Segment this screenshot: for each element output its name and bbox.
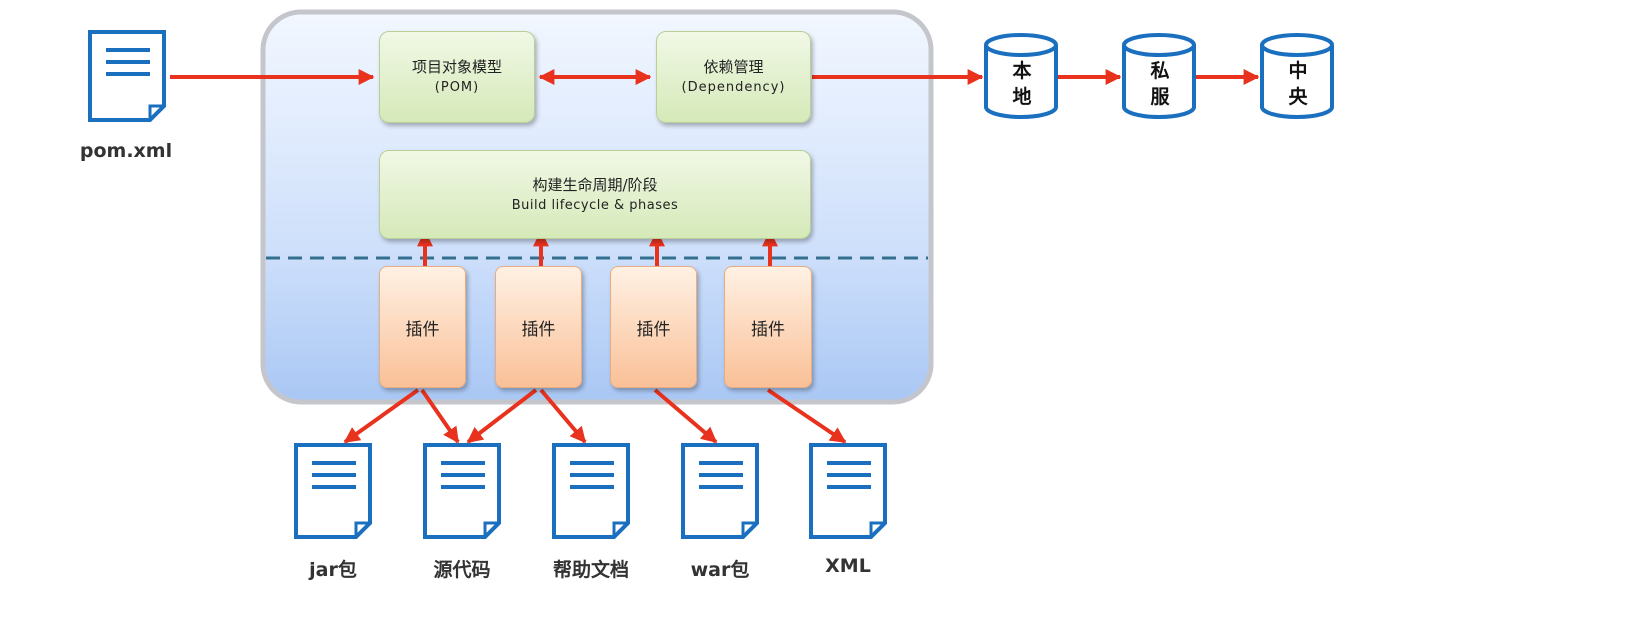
plugin-label: 插件 <box>405 319 440 340</box>
output-label-war: war包 <box>690 559 750 581</box>
pom-model-subtitle: (POM) <box>434 80 480 95</box>
lifecycle-title: 构建生命周期/阶段 <box>532 175 658 194</box>
pom-document-icon <box>88 30 166 122</box>
arrow-plugin2-to-docs <box>539 388 587 444</box>
plugin-box-2: 插件 <box>495 266 582 388</box>
output-label-jar: jar包 <box>309 559 357 581</box>
arrow-plugin3-to-war <box>653 388 718 444</box>
plugin-label: 插件 <box>636 319 671 340</box>
database-icon-private <box>1122 33 1196 119</box>
arrow-plugin4-to-xml <box>766 388 847 444</box>
output-document-icon-source <box>423 443 501 539</box>
output-document-icon-docs <box>552 443 630 539</box>
dependency-box: 依赖管理 (Dependency) <box>656 31 811 123</box>
output-label-xml: XML <box>825 555 871 577</box>
output-document-icon-jar <box>294 443 372 539</box>
plugin-box-3: 插件 <box>610 266 697 388</box>
output-document-icon-xml <box>809 443 887 539</box>
repo-private-label: 私 服 <box>1150 60 1170 108</box>
repo-local-label: 本 地 <box>1012 60 1032 108</box>
arrow-plugin2-to-source <box>466 388 538 444</box>
plugin-box-1: 插件 <box>379 266 466 388</box>
output-label-source: 源代码 <box>433 559 491 581</box>
pom-model-box: 项目对象模型 (POM) <box>379 31 535 123</box>
lifecycle-box: 构建生命周期/阶段 Build lifecycle & phases <box>379 150 811 239</box>
output-document-icon-war <box>681 443 759 539</box>
plugin-label: 插件 <box>521 319 556 340</box>
dependency-subtitle: (Dependency) <box>681 80 786 95</box>
pom-xml-label: pom.xml <box>79 140 173 162</box>
plugin-box-4: 插件 <box>724 266 812 388</box>
arrow-plugin1-to-source <box>420 388 460 444</box>
pom-model-title: 项目对象模型 <box>411 58 502 76</box>
dependency-title: 依赖管理 <box>703 58 764 76</box>
arrow-plugin1-to-jar <box>343 388 420 444</box>
plugin-label: 插件 <box>751 319 785 340</box>
database-icon-central <box>1260 33 1334 119</box>
database-icon-local <box>984 33 1058 119</box>
lifecycle-subtitle: Build lifecycle & phases <box>511 197 679 213</box>
output-label-docs: 帮助文档 <box>552 559 629 581</box>
repo-central-label: 中 央 <box>1288 60 1308 108</box>
